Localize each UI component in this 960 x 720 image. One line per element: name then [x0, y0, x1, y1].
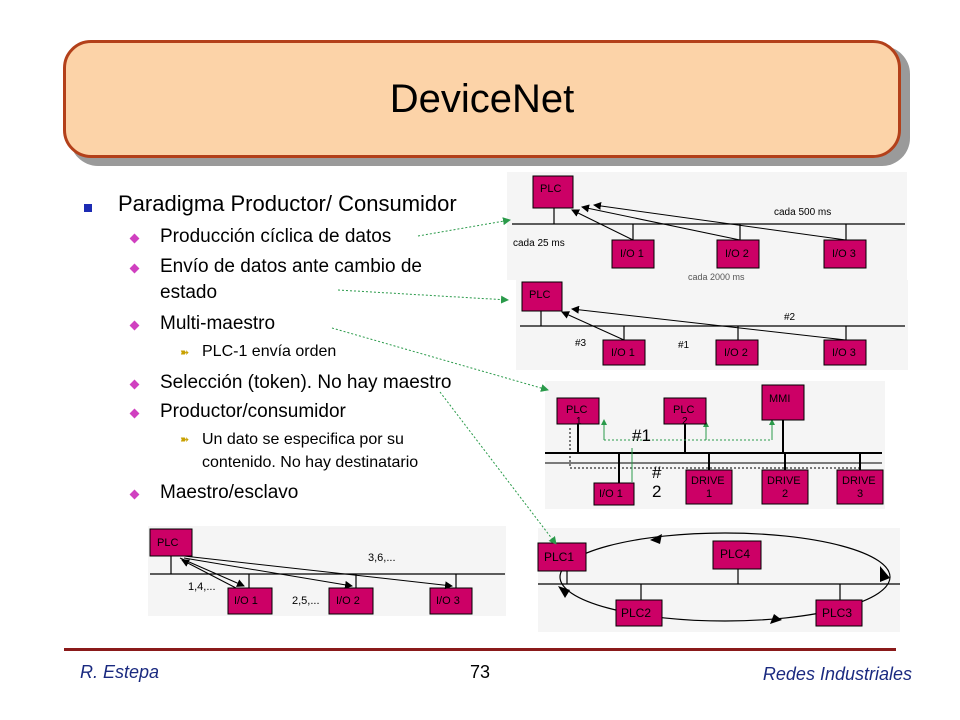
bullet-maestro-esclavo: Maestro/esclavo — [160, 482, 299, 503]
note-2-num: 2 — [652, 482, 661, 501]
plc-box — [521, 281, 563, 312]
io3-label: I/O 3 — [832, 248, 856, 260]
bullet-dato-line1: Un dato se especifica por su — [202, 431, 404, 448]
io2-box — [716, 239, 760, 269]
drive2-box — [761, 469, 809, 505]
plc-box — [149, 528, 193, 557]
diagram-multimaster: PLC 1 PLC 2 MMI I/O 1 DRIVE 1 DRIVE 2 DR… — [545, 381, 885, 509]
bullet-produccion: Producción cíclica de datos — [160, 226, 392, 247]
footer-course: Redes Industriales — [762, 664, 912, 684]
plc-label: PLC — [540, 183, 561, 195]
note-2000ms: cada 2000 ms — [688, 272, 745, 282]
plc2-box — [615, 599, 663, 627]
connector-arrow — [331, 327, 549, 392]
io1-label: I/O 1 — [234, 595, 258, 607]
arrow-bullet-icon: ➽ — [180, 434, 190, 446]
plc2-label: PLC2 — [621, 606, 651, 620]
io1-box — [611, 239, 655, 269]
drive2-label: DRIVE — [767, 475, 801, 487]
connector-arrow — [439, 391, 557, 545]
io3-box — [823, 239, 867, 269]
io1-label: I/O 1 — [611, 347, 635, 359]
drive1-sub: 1 — [706, 488, 712, 500]
drive1-box — [685, 469, 733, 505]
plc-label: PLC — [529, 289, 550, 301]
io2-label: I/O 2 — [724, 347, 748, 359]
footer-author: R. Estepa — [80, 662, 160, 682]
io1-box — [602, 339, 646, 366]
plc2-sub: 2 — [682, 416, 688, 427]
connector-arrows — [331, 217, 557, 545]
drive3-sub: 3 — [857, 488, 863, 500]
square-bullet-icon — [84, 204, 92, 212]
note-500ms: cada 500 ms — [774, 207, 831, 218]
io3-label: I/O 3 — [832, 347, 856, 359]
bullet-multimaestro: Multi-maestro — [160, 313, 276, 334]
plc3-label: PLC3 — [822, 606, 852, 620]
plc1-box — [537, 542, 587, 572]
plc1-label: PLC1 — [544, 550, 574, 564]
bullet-list: Paradigma Productor/ Consumidor Producci… — [0, 0, 520, 520]
plc4-box — [712, 540, 762, 570]
io1-label: I/O 1 — [599, 488, 623, 500]
note-2-hash: # — [652, 463, 662, 482]
page-number: 73 — [470, 662, 491, 682]
slide-title: DeviceNet — [389, 76, 575, 121]
note-3-6: 3,6,... — [368, 552, 396, 564]
plc3-box — [815, 599, 863, 627]
io3-box — [429, 587, 473, 615]
plc2-label: PLC — [673, 404, 694, 416]
note-2-5: 2,5,... — [292, 595, 320, 607]
drive3-box — [836, 469, 884, 505]
plc2-box — [663, 397, 707, 425]
bullet-productor: Productor/consumidor — [160, 401, 346, 422]
diagram-master-slave: PLC I/O 1 I/O 2 I/O 3 3,6,... 1,4,... 2,… — [148, 526, 506, 616]
drive2-sub: 2 — [782, 488, 788, 500]
arrow-bullet-icon: ➽ — [180, 347, 190, 359]
footer-divider — [64, 648, 896, 651]
note-3: #3 — [575, 338, 587, 349]
note-1-4: 1,4,... — [188, 581, 216, 593]
plc-box — [532, 175, 574, 209]
note-1: #1 — [678, 340, 690, 351]
io1-label: I/O 1 — [620, 248, 644, 260]
io3-label: I/O 3 — [436, 595, 460, 607]
io2-label: I/O 2 — [336, 595, 360, 607]
plc1-box — [556, 397, 600, 425]
bullet-envio-line1: Envío de datos ante cambio de — [160, 256, 422, 277]
plc1-sub: 1 — [576, 416, 582, 427]
io1-box — [593, 482, 635, 506]
diagram-cyclic: PLC I/O 1 I/O 2 I/O 3 cada 500 ms cada 2… — [507, 172, 907, 282]
bullet-envio-line2: estado — [160, 282, 218, 303]
io1-box — [227, 587, 273, 615]
connector-arrow — [337, 289, 509, 304]
io3-box — [823, 339, 867, 366]
bullet-plc1-orden: PLC-1 envía orden — [202, 343, 337, 360]
drive1-label: DRIVE — [691, 475, 725, 487]
drive3-label: DRIVE — [842, 475, 876, 487]
plc-label: PLC — [157, 537, 178, 549]
mmi-box — [761, 384, 805, 421]
diagram-token-ring: PLC1 PLC4 PLC2 PLC3 — [537, 528, 900, 632]
bullet-seleccion: Selección (token). No hay maestro — [160, 372, 452, 393]
note-1: #1 — [632, 426, 651, 445]
diagram-change-of-state: PLC I/O 1 I/O 2 I/O 3 #2 #3 #1 — [516, 280, 908, 370]
io2-label: I/O 2 — [725, 248, 749, 260]
bullet-dato-line2: contenido. No hay destinatario — [202, 454, 419, 471]
note-25ms: cada 25 ms — [513, 238, 565, 249]
io2-box — [715, 339, 759, 366]
connector-arrow — [417, 217, 511, 237]
bullet-paradigma: Paradigma Productor/ Consumidor — [118, 191, 457, 216]
plc1-label: PLC — [566, 404, 587, 416]
plc4-label: PLC4 — [720, 547, 750, 561]
mmi-label: MMI — [769, 393, 790, 405]
io2-box — [328, 587, 374, 615]
title-box: DeviceNet — [63, 40, 901, 158]
note-2: #2 — [784, 312, 796, 323]
